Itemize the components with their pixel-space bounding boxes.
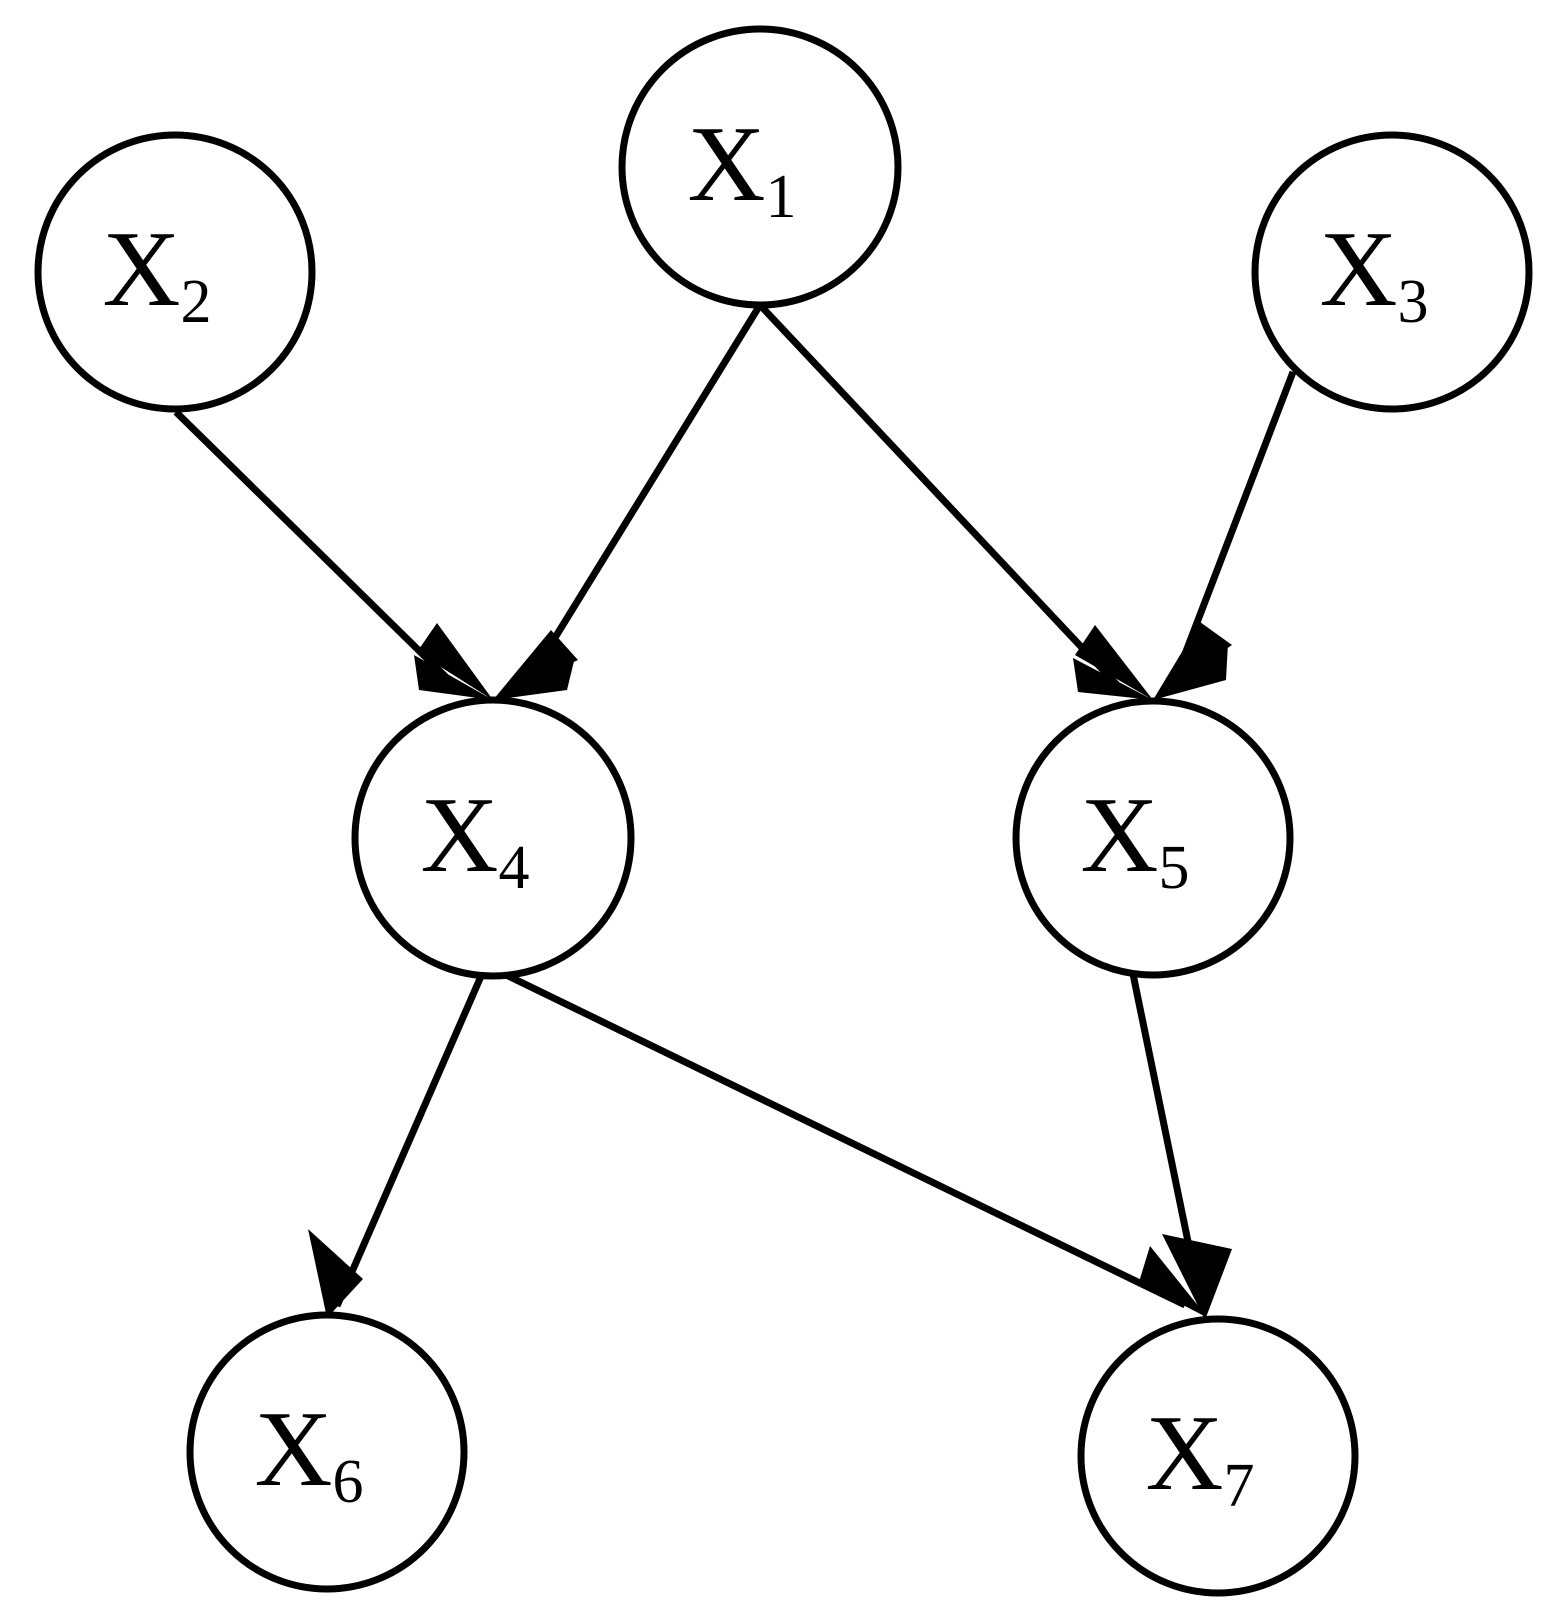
arrowhead-x3-x5-fill: [1153, 643, 1228, 700]
node-x6[interactable]: X6: [186, 1311, 468, 1593]
node-x2[interactable]: X2: [34, 131, 316, 413]
edge-x2-to-x4[interactable]: [173, 409, 493, 700]
node-x6-circle[interactable]: [186, 1311, 468, 1593]
node-x5[interactable]: X5: [1012, 697, 1294, 979]
edge-line-x4-x6: [333, 972, 486, 1308]
node-x5-subscript: 5: [1159, 834, 1190, 902]
node-x4-base: X: [421, 776, 499, 895]
node-x3-circle[interactable]: [1251, 131, 1533, 413]
node-x4-circle[interactable]: [351, 696, 635, 980]
edge-line-x1-x4: [521, 303, 763, 690]
arrowhead-x2-x4-fill: [414, 655, 493, 700]
node-x1-circle[interactable]: [618, 25, 902, 309]
edge-line-x4-x7: [498, 968, 1187, 1309]
node-layer: X1 X2 X3 X4: [34, 25, 1533, 1597]
arrowhead-x2-x4: [417, 623, 493, 700]
arrowhead-x1-x4: [493, 630, 578, 700]
arrowhead-x1-x4-fill: [493, 657, 575, 700]
node-x3[interactable]: X3: [1251, 131, 1533, 413]
node-x7-base: X: [1146, 1394, 1224, 1513]
edge-layer: [173, 302, 1297, 1320]
node-x6-subscript: 6: [333, 1448, 364, 1516]
arrowhead-x4-x6: [308, 1229, 363, 1318]
node-x5-circle[interactable]: [1012, 697, 1294, 979]
edge-line-x2-x4: [173, 409, 458, 689]
edge-x1-to-x4[interactable]: [493, 303, 763, 700]
node-x3-label: X3: [1320, 210, 1429, 336]
node-x1-subscript: 1: [766, 163, 797, 231]
node-x2-subscript: 2: [181, 268, 212, 336]
node-x1-label: X1: [688, 105, 797, 231]
node-x7-subscript: 7: [1224, 1452, 1255, 1520]
node-x5-base: X: [1081, 776, 1159, 895]
arrowhead-x3-x5: [1153, 622, 1232, 700]
node-x2-base: X: [103, 210, 181, 329]
node-x4[interactable]: X4: [351, 696, 635, 980]
node-x2-circle[interactable]: [34, 131, 316, 413]
arrowhead-x4-x7: [1139, 1246, 1208, 1318]
node-x4-label: X4: [421, 776, 530, 902]
node-x7-circle[interactable]: [1077, 1315, 1359, 1597]
node-x7-label: X7: [1146, 1394, 1255, 1520]
node-x3-base: X: [1320, 210, 1398, 329]
node-x6-label: X6: [255, 1390, 364, 1516]
arrowhead-x5-x7: [1162, 1234, 1232, 1320]
node-x1-base: X: [688, 105, 766, 224]
node-x4-subscript: 4: [499, 834, 530, 902]
edge-x4-to-x7[interactable]: [498, 968, 1208, 1318]
edge-x5-to-x7[interactable]: [1129, 973, 1232, 1320]
edge-x3-to-x5[interactable]: [1153, 370, 1297, 700]
edge-x1-to-x5[interactable]: [757, 302, 1153, 700]
arrowhead-x1-x5-fill: [1073, 658, 1153, 700]
node-x1[interactable]: X1: [618, 25, 902, 309]
edge-x4-to-x6[interactable]: [308, 972, 486, 1318]
arrowhead-x1-x5: [1075, 625, 1153, 700]
node-x3-subscript: 3: [1398, 268, 1429, 336]
edge-line-x1-x5: [757, 302, 1121, 689]
node-x5-label: X5: [1081, 776, 1190, 902]
node-x2-label: X2: [103, 210, 212, 336]
node-x6-base: X: [255, 1390, 333, 1509]
node-x7[interactable]: X7: [1077, 1315, 1359, 1597]
